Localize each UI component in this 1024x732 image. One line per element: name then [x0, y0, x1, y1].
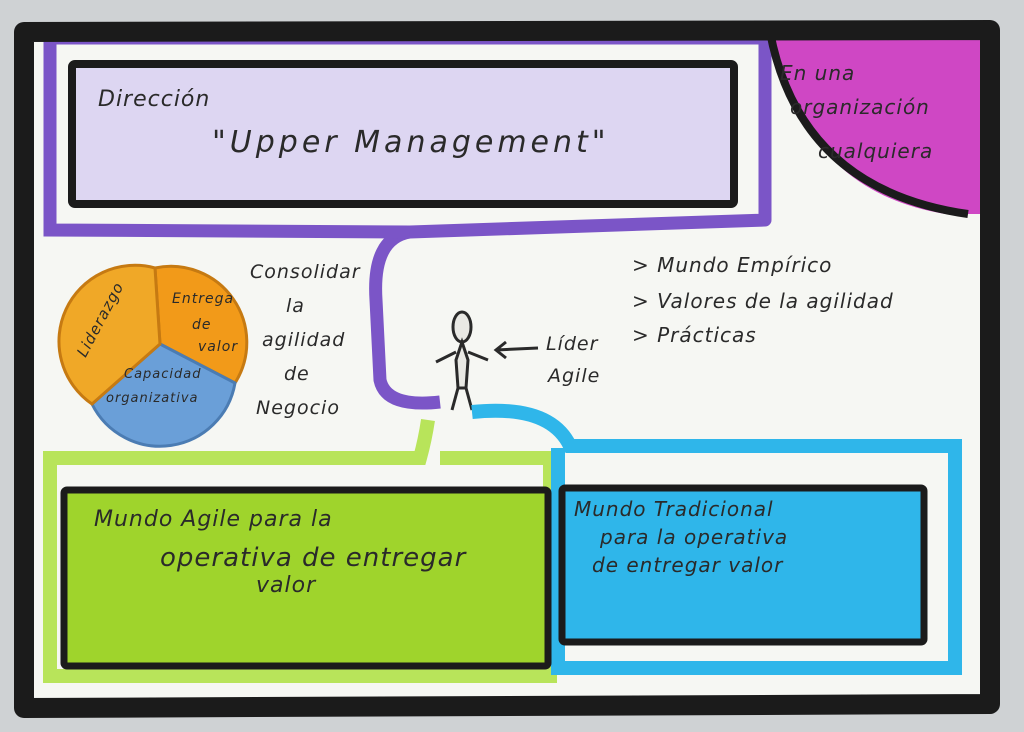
pie-label-entrega-1: Entrega: [172, 291, 235, 307]
pie-label-entrega-2: de: [192, 317, 212, 333]
outer-frame: [14, 20, 1000, 718]
agile-box: [60, 486, 552, 670]
agile-line1: Mundo Agile para la: [94, 507, 333, 532]
direccion-frame: [43, 38, 411, 239]
agile-frame: [43, 418, 557, 683]
lider-line2: Agile: [548, 365, 601, 387]
agile-leader-figure: [435, 310, 489, 411]
pie-chart: [57, 263, 249, 448]
lider-line1: Líder: [546, 333, 599, 355]
consolidar-line1: Consolidar: [250, 261, 361, 283]
consolidar-line4: de: [284, 363, 310, 385]
pie-slice-liderazgo: [57, 263, 162, 406]
tradicional-line1: Mundo Tradicional: [574, 497, 774, 521]
organizacion-corner: [772, 30, 982, 214]
consolidar-line3: agilidad: [262, 329, 346, 351]
direccion-label: Dirección: [98, 87, 211, 112]
pie-label-capacidad-1: Capacidad: [124, 367, 202, 382]
upper-management-label: "Upper Management": [212, 125, 610, 160]
organizacion-line1: En una: [780, 61, 856, 85]
agile-line2: operativa de entregar: [160, 543, 467, 573]
bullet-valores-agilidad: > Valores de la agilidad: [632, 289, 894, 313]
agile-line3: valor: [256, 573, 317, 598]
organizacion-line2: organización: [790, 95, 930, 119]
pie-label-entrega-3: valor: [198, 339, 239, 355]
organizacion-line3: cualquiera: [818, 139, 934, 163]
pie-slice-entrega: [153, 264, 249, 385]
pie-slice-capacidad: [90, 342, 237, 448]
consolidar-line5: Negocio: [256, 397, 340, 419]
bullet-practicas: > Prácticas: [632, 323, 757, 347]
arrow-icon: [493, 340, 539, 360]
tradicional-line2: para la operativa: [600, 525, 789, 549]
tradicional-line3: de entregar valor: [592, 553, 784, 577]
direccion-box: [68, 60, 738, 208]
pie-label-capacidad-2: organizativa: [106, 391, 199, 406]
tradicional-box: [558, 484, 928, 646]
organizacion-border: [766, 31, 969, 218]
consolidar-line2: la: [286, 295, 305, 317]
tradicional-frame: [471, 403, 962, 675]
bullet-mundo-empirico: > Mundo Empírico: [632, 253, 833, 277]
